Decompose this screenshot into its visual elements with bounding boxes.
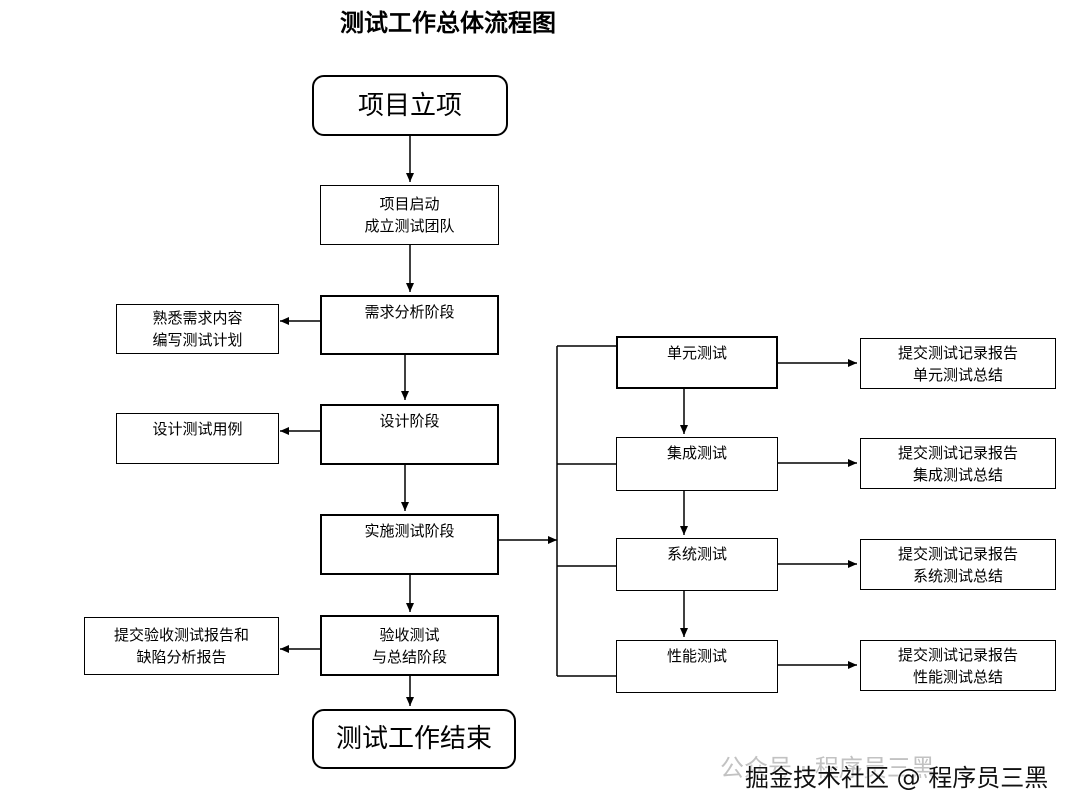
node-design: 设计阶段 [320,404,499,465]
node-performance-test: 性能测试 [616,640,778,693]
node-requirements-output: 熟悉需求内容 编写测试计划 [116,304,279,354]
node-kickoff-line-2: 成立测试团队 [364,217,455,235]
node-acceptance-output: 提交验收测试报告和 缺陷分析报告 [84,617,279,675]
node-system-report: 提交测试记录报告 系统测试总结 [860,539,1056,590]
node-project-initiation: 项目立项 [312,75,508,136]
node-unit-report: 提交测试记录报告 单元测试总结 [860,338,1056,389]
node-integration-test: 集成测试 [616,437,778,491]
node-acceptance-line-1: 验收测试 [379,625,440,644]
diagram-title: 测试工作总体流程图 [340,9,556,37]
node-design-output: 设计测试用例 [116,413,279,464]
node-acceptance: 验收测试 与总结阶段 [320,615,499,676]
node-unit-test: 单元测试 [616,336,778,389]
node-system-test: 系统测试 [616,538,778,591]
watermark-ghost: 公众号 · 程序员三黑 [720,754,935,782]
watermark-text: 掘金技术社区 @ 程序员三黑 [745,764,1049,792]
node-test-end: 测试工作结束 [312,709,516,769]
node-integration-report: 提交测试记录报告 集成测试总结 [860,438,1056,489]
node-acceptance-line-2: 与总结阶段 [371,647,447,666]
node-kickoff: 项目启动 成立测试团队 [320,185,499,245]
node-requirements-analysis: 需求分析阶段 [320,295,499,355]
node-implementation: 实施测试阶段 [320,514,499,575]
node-performance-report: 提交测试记录报告 性能测试总结 [860,640,1056,691]
node-kickoff-line-1: 项目启动 [379,195,440,213]
